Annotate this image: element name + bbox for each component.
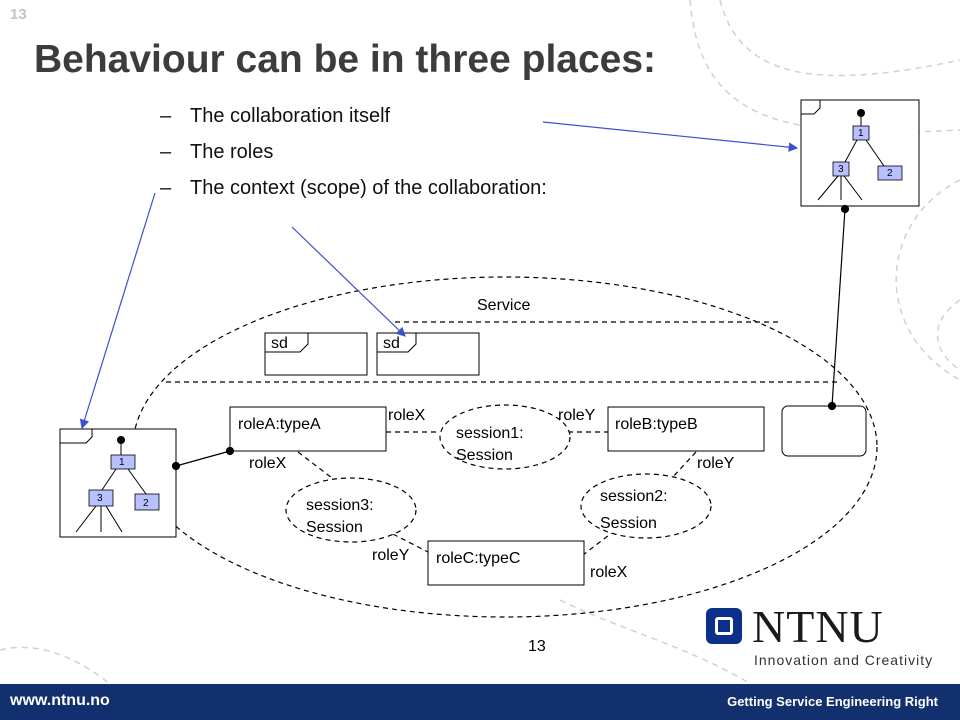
role-end-label: roleX bbox=[590, 564, 628, 581]
role-end-label: roleX bbox=[249, 455, 287, 472]
state-label: 3 bbox=[838, 164, 844, 175]
role-box-roleC: roleC:typeC bbox=[427, 540, 585, 586]
state-label: 1 bbox=[119, 457, 125, 468]
role-end-label: roleX bbox=[388, 407, 426, 424]
role-box-roleB: roleB:typeB bbox=[607, 406, 765, 452]
collaboration-diagram: Service sd sd roleA:typeA roleB:typeB ro… bbox=[0, 0, 960, 684]
behaviour-connectors bbox=[171, 204, 850, 471]
role-end-label: roleY bbox=[558, 407, 596, 424]
bullet-text: The roles bbox=[190, 141, 274, 163]
session-name: session1: bbox=[456, 425, 524, 442]
role-end-label: roleY bbox=[697, 455, 735, 472]
service-label: Service bbox=[477, 297, 530, 314]
sd-label: sd bbox=[271, 335, 288, 352]
bullet-text: The context (scope) of the collaboration… bbox=[190, 177, 547, 199]
state-label: 1 bbox=[858, 128, 864, 139]
logo-word: NTNU bbox=[752, 601, 884, 652]
footer-tagline: Getting Service Engineering Right bbox=[727, 694, 938, 709]
bullet-item: –The roles bbox=[160, 136, 547, 172]
role-label: roleC:typeC bbox=[436, 550, 520, 567]
session-name: session2: bbox=[600, 488, 668, 505]
sd-label: sd bbox=[383, 335, 400, 352]
session-type: Session bbox=[456, 447, 513, 464]
footer-bar: www.ntnu.no Getting Service Engineering … bbox=[0, 684, 960, 720]
bullet-item: –The context (scope) of the collaboratio… bbox=[160, 172, 547, 208]
session2-collaboration: session2: Session bbox=[580, 473, 712, 539]
bullet-dash: – bbox=[160, 177, 172, 199]
bullet-text: The collaboration itself bbox=[190, 105, 391, 127]
role-end-label: roleY bbox=[372, 547, 410, 564]
session1-collaboration: session1: Session bbox=[439, 404, 571, 470]
sd-frame: sd bbox=[376, 332, 480, 376]
session3-collaboration: session3: Session bbox=[285, 477, 417, 543]
footer-url[interactable]: www.ntnu.no bbox=[10, 692, 110, 709]
pointer-arrows bbox=[79, 121, 799, 430]
role-label: roleA:typeA bbox=[238, 416, 321, 433]
session-type: Session bbox=[306, 519, 363, 536]
slide-title: Behaviour can be in three places: bbox=[34, 38, 657, 81]
session-type: Session bbox=[600, 515, 657, 532]
state-machine-frame-top: 1 3 2 bbox=[800, 99, 920, 207]
bullet-dash: – bbox=[160, 141, 172, 163]
ntnu-logo-icon bbox=[706, 608, 742, 644]
bullet-list: –The collaboration itself –The roles –Th… bbox=[160, 100, 547, 208]
page-number: 13 bbox=[528, 638, 546, 655]
slide-number: 13 bbox=[10, 6, 27, 23]
role-label: roleB:typeB bbox=[615, 416, 698, 433]
session-name: session3: bbox=[306, 497, 374, 514]
role-box-roleA: roleA:typeA bbox=[229, 406, 387, 452]
state-label: 2 bbox=[143, 498, 149, 509]
logo-tagline: Innovation and Creativity bbox=[754, 652, 934, 668]
sd-frame: sd bbox=[264, 332, 368, 376]
service-scope bbox=[132, 276, 878, 618]
state-label: 3 bbox=[97, 493, 103, 504]
bullet-dash: – bbox=[160, 105, 172, 127]
bullet-item: –The collaboration itself bbox=[160, 100, 547, 136]
state-label: 2 bbox=[887, 168, 893, 179]
role-links bbox=[297, 431, 697, 556]
state-machine-frame-left: 1 3 2 bbox=[59, 428, 177, 538]
context-box bbox=[781, 405, 867, 457]
ntnu-logo: NTNU Innovation and Creativity bbox=[706, 601, 946, 676]
